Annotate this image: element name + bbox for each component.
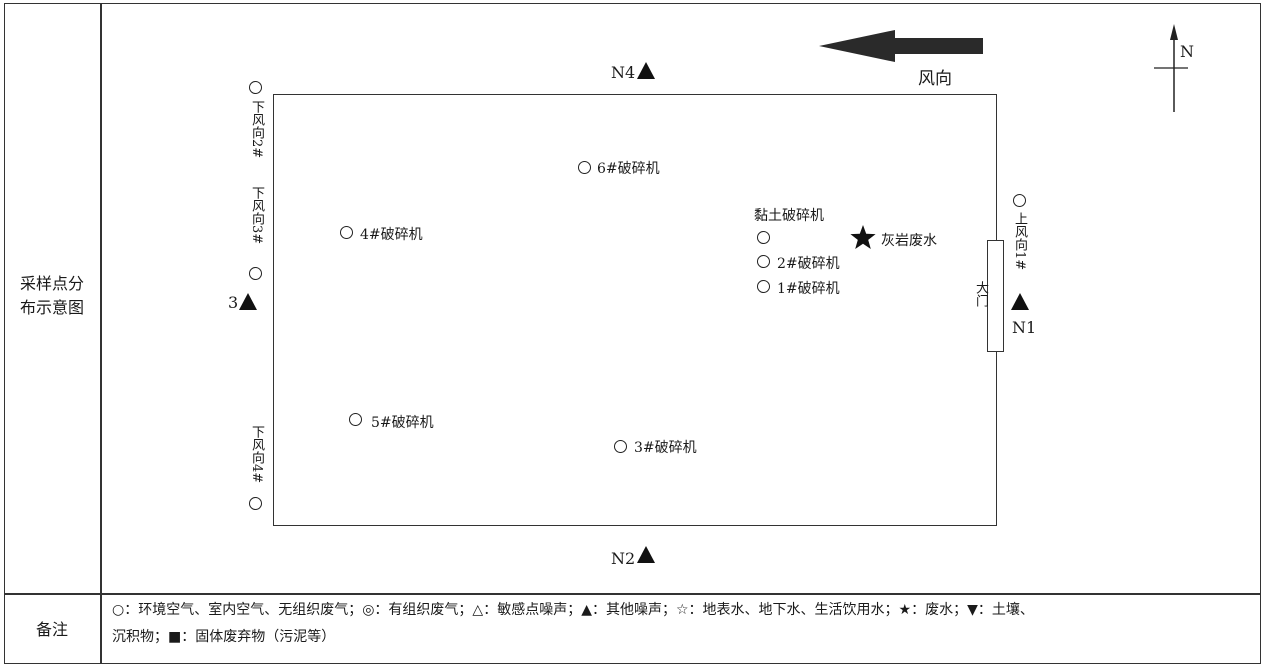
crusher-3-marker	[614, 440, 627, 453]
noise-n4-marker	[637, 62, 655, 79]
crusher-1-label: 1#破碎机	[777, 281, 840, 297]
downwind-4-marker	[249, 497, 262, 510]
wind-arrow-icon	[819, 30, 983, 62]
noise-3-label: 3	[228, 293, 239, 312]
crusher-2-marker	[757, 255, 770, 268]
notes-row-label: 备注	[35, 620, 68, 639]
wastewater-label: 灰岩废水	[881, 233, 937, 249]
crusher-6-marker	[578, 161, 591, 174]
noise-n1-marker	[1011, 293, 1029, 310]
gate-rect	[987, 240, 1004, 352]
crusher-5-label: 5#破碎机	[371, 415, 434, 431]
noise-n1-label: N1	[1012, 318, 1037, 337]
north-arrow-icon	[1154, 24, 1188, 112]
crusher-6-label: 6#破碎机	[597, 161, 660, 177]
crusher-4-marker	[340, 226, 353, 239]
legend-note: ○：环境空气、室内空气、无组织废气；◎：有组织废气；△：敏感点噪声；▲：其他噪声…	[112, 597, 1256, 651]
diagram-row-label: 采样点分 布示意图	[19, 274, 84, 317]
clay-crusher-marker	[757, 231, 770, 244]
clay-crusher-label: 黏土破碎机	[754, 208, 824, 224]
upwind-1-marker	[1013, 194, 1026, 207]
wind-label: 风向	[918, 69, 952, 89]
crusher-3-label: 3#破碎机	[634, 440, 697, 456]
downwind-2-label: 下风向2#	[249, 100, 264, 159]
crusher-4-label: 4#破碎机	[360, 227, 423, 243]
legend-note-line-1: ○：环境空气、室内空气、无组织废气；◎：有组织废气；△：敏感点噪声；▲：其他噪声…	[112, 602, 1034, 618]
wastewater-star-icon	[850, 225, 876, 249]
downwind-2-marker	[249, 81, 262, 94]
downwind-3-marker	[249, 267, 262, 280]
crusher-2-label: 2#破碎机	[777, 256, 840, 272]
gate-label: 大门	[973, 281, 988, 307]
column-divider	[100, 3, 102, 664]
crusher-5-marker	[349, 413, 362, 426]
noise-3-marker	[239, 293, 257, 310]
noise-n2-marker	[637, 546, 655, 563]
legend-note-line-2: 沉积物；■：固体废弃物（污泥等）	[112, 629, 336, 645]
table-border	[4, 3, 1261, 664]
downwind-4-label: 下风向4#	[249, 425, 264, 484]
north-label: N	[1180, 42, 1194, 61]
row-divider	[4, 593, 1261, 595]
noise-n4-label: N4	[611, 63, 636, 82]
noise-n2-label: N2	[611, 549, 636, 568]
crusher-1-marker	[757, 280, 770, 293]
downwind-3-label: 下风向3#	[249, 186, 264, 245]
upwind-1-label: 上风向1#	[1012, 212, 1027, 271]
